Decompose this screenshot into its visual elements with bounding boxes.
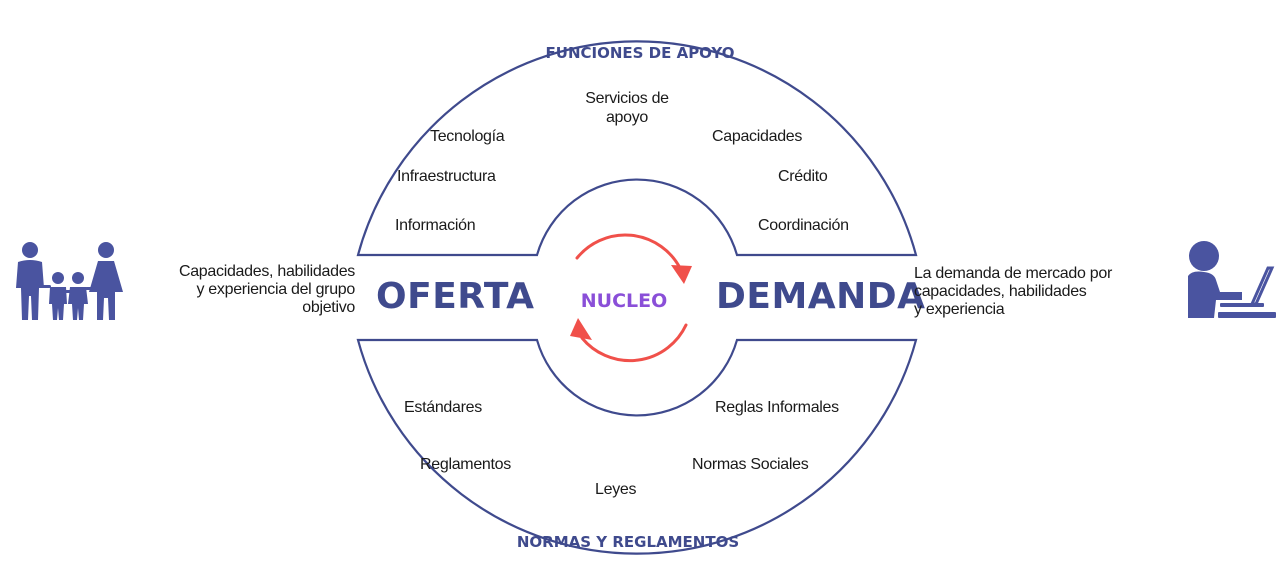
demand-label: DEMANDA xyxy=(716,276,926,317)
rules-item-standards: Estándares xyxy=(404,399,482,416)
supply-description: Capacidades, habilidades y experiencia d… xyxy=(115,263,355,317)
rules-item-regulations: Reglamentos xyxy=(420,456,511,473)
support-item-capacities: Capacidades xyxy=(712,128,803,145)
support-item-information: Información xyxy=(395,217,476,234)
cycle-arrow-top xyxy=(575,233,682,270)
cycle-arrow-bottom xyxy=(580,323,688,363)
support-item-services-line-1: Servicios de xyxy=(585,90,669,107)
cycle-arrowhead-bottom xyxy=(570,318,592,340)
demand-description-line-1: La demanda de mercado por xyxy=(914,265,1112,282)
support-item-technology: Tecnología xyxy=(430,128,505,145)
supply-description-line-3: objetivo xyxy=(302,299,355,316)
support-item-services-line-2: apoyo xyxy=(605,109,649,126)
supply-label: OFERTA xyxy=(376,276,535,317)
rules-item-laws: Leyes xyxy=(595,481,637,498)
support-item-credit: Crédito xyxy=(778,168,828,185)
support-item-infrastructure: Infraestructura xyxy=(397,168,496,185)
supply-description-line-1: Capacidades, habilidades xyxy=(178,263,355,280)
cycle-arrows xyxy=(575,233,688,363)
demand-description-line-3: y experiencia xyxy=(914,301,1005,318)
support-item-coordination: Coordinación xyxy=(758,217,849,234)
support-functions-heading: FUNCIONES DE APOYO xyxy=(545,44,735,62)
demand-description-line-2: capacidades, habilidades xyxy=(914,283,1087,300)
person-laptop-icon xyxy=(1188,241,1276,318)
rules-segment xyxy=(356,338,918,555)
core-label: NUCLEO xyxy=(580,290,668,312)
support-item-services: Servicios de apoyo xyxy=(585,89,669,127)
rules-item-social-norms: Normas Sociales xyxy=(692,456,809,473)
support-functions-segment xyxy=(356,40,918,257)
rules-item-informal-rules: Reglas Informales xyxy=(715,399,839,416)
cycle-arrowhead-top xyxy=(671,265,692,284)
demand-description: La demanda de mercado por capacidades, h… xyxy=(914,265,1154,319)
family-icon xyxy=(16,242,123,320)
rules-heading: NORMAS Y REGLAMENTOS xyxy=(516,533,740,551)
supply-description-line-2: y experiencia del grupo xyxy=(196,281,355,298)
